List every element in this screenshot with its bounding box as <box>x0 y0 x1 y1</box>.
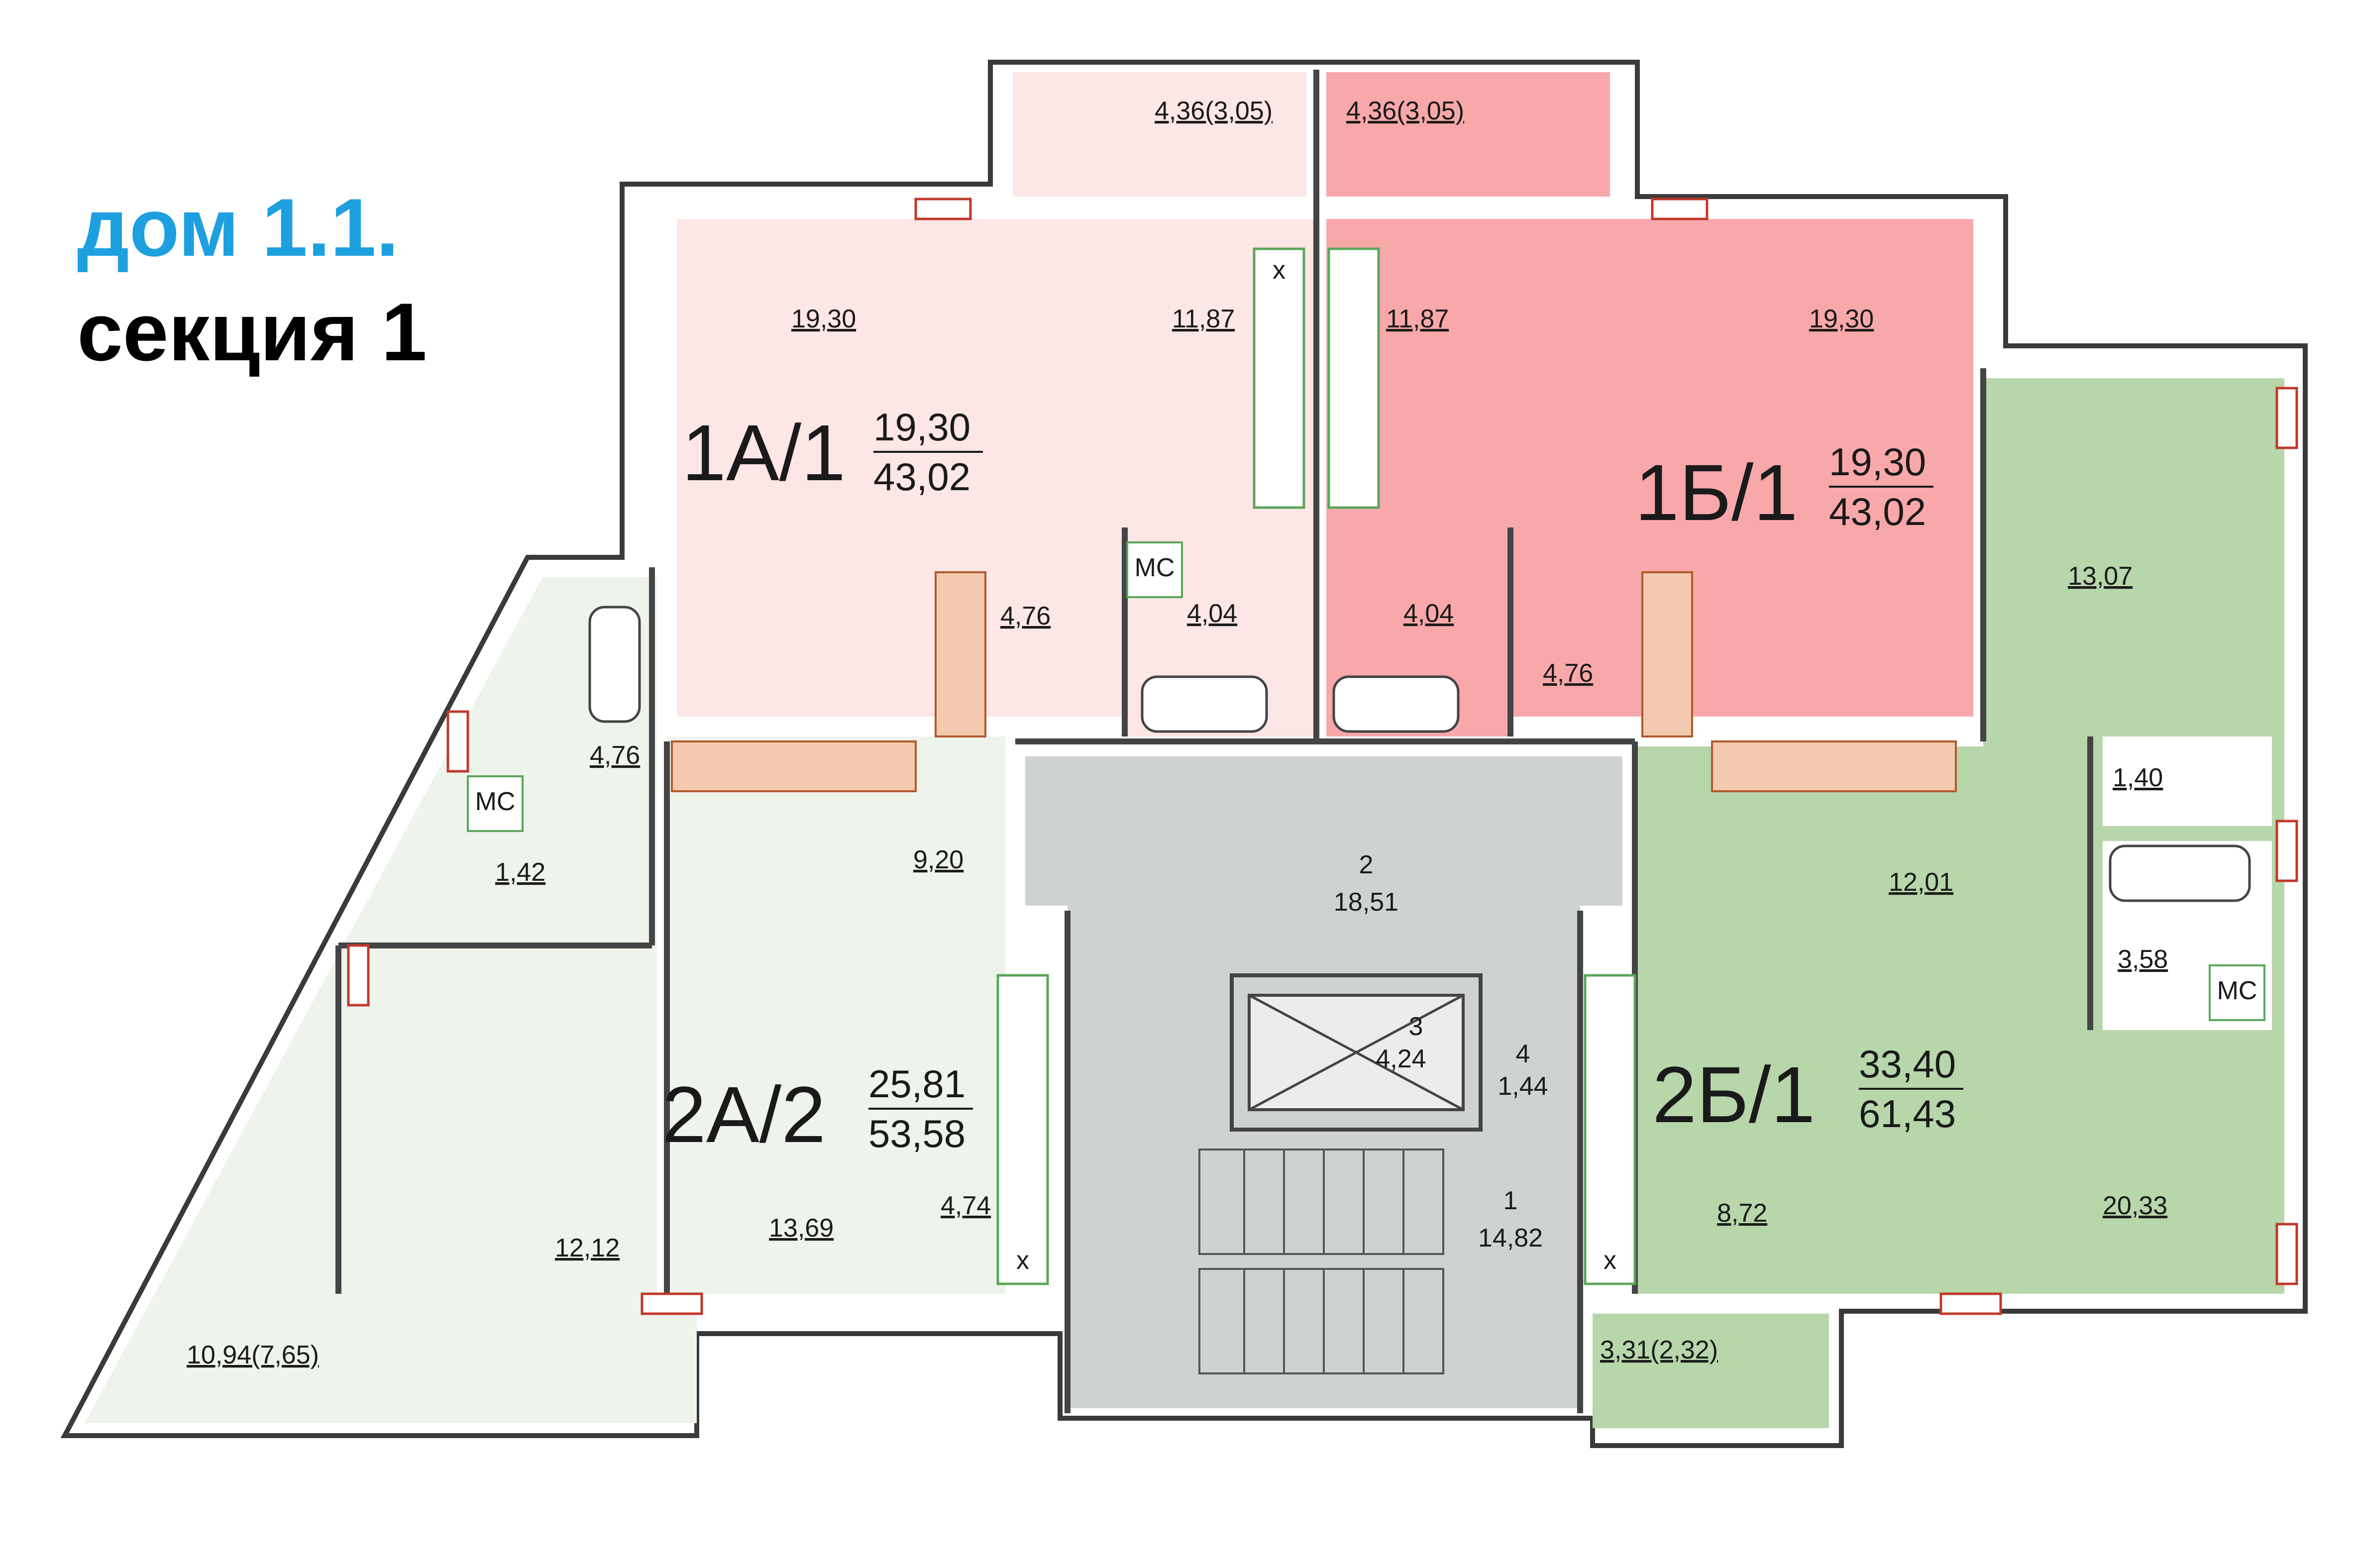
common-area-size: 1,44 <box>1498 1072 1548 1101</box>
common-area-number: 3 <box>1409 1012 1423 1041</box>
room-area: 19,30 <box>791 305 856 333</box>
room-area: 4,76 <box>1543 659 1593 688</box>
apartment-code: 1Б/1 <box>1635 448 1798 537</box>
room-area: 13,69 <box>769 1214 834 1243</box>
room-area: 4,74 <box>941 1191 991 1220</box>
room-area: 1,42 <box>495 858 545 887</box>
apartment-2a-fill <box>85 577 1005 1423</box>
apartment-code: 2А/2 <box>662 1070 826 1159</box>
staircase <box>1198 1149 1444 1374</box>
room-area: 3,58 <box>2118 945 2168 974</box>
stove-label: х <box>1604 1246 1616 1275</box>
washer-icon <box>1126 541 1183 598</box>
common-area-size: 14,82 <box>1478 1224 1543 1253</box>
kitchen-counter <box>996 247 1636 1285</box>
common-area-number: 4 <box>1516 1040 1530 1068</box>
room-area: 4,04 <box>1187 599 1237 628</box>
room-area: 11,87 <box>1172 305 1235 333</box>
room-area: 20,33 <box>2103 1191 2167 1220</box>
window-markers <box>347 198 2298 1315</box>
washer-icon <box>467 775 524 832</box>
stove-label: х <box>1273 256 1285 285</box>
room-area: 19,30 <box>1809 305 1874 333</box>
room-area: 4,76 <box>590 741 640 770</box>
common-area-number: 1 <box>1503 1186 1518 1215</box>
apartment-code: 1А/1 <box>682 408 846 497</box>
room-area: 4,04 <box>1403 599 1454 628</box>
washer-label: МС <box>2217 976 2257 1005</box>
apartment-total-area: 43,02 <box>873 455 970 499</box>
room-area: 1,40 <box>2113 763 2163 792</box>
room-area: 10,94(7,65) <box>187 1341 319 1369</box>
washer-label: МС <box>475 787 516 816</box>
interior-walls <box>335 70 2093 1413</box>
wardrobe <box>671 571 1957 792</box>
room-area: 13,07 <box>2068 562 2133 591</box>
room-area: 4,76 <box>1000 602 1051 630</box>
apartment-total-area: 53,58 <box>868 1112 965 1155</box>
section-title: секция 1 <box>77 286 427 378</box>
common-area-size: 4,24 <box>1376 1045 1426 1073</box>
apartment-total-area: 43,02 <box>1829 490 1926 533</box>
apartment-living-area: 25,81 <box>868 1062 965 1106</box>
stove-label: х <box>1016 1246 1029 1275</box>
apartment-living-area: 33,40 <box>1859 1042 1956 1086</box>
room-area: 4,36(3,05) <box>1346 97 1464 125</box>
common-area-number: 2 <box>1359 850 1374 879</box>
common-area-size: 18,51 <box>1334 888 1398 917</box>
room-area: 3,31(2,32) <box>1600 1336 1718 1364</box>
apartment-living-area: 19,30 <box>1829 440 1926 484</box>
apartment-1a-fill <box>677 72 1316 736</box>
bathtub-icon <box>588 606 2251 902</box>
room-area: 11,87 <box>1386 305 1449 333</box>
room-area: 4,36(3,05) <box>1155 97 1273 125</box>
apartment-total-area: 61,43 <box>1859 1092 1956 1136</box>
washer-icon <box>2209 964 2265 1021</box>
washer-label: МС <box>1135 553 1175 582</box>
room-area: 12,12 <box>555 1234 620 1262</box>
room-area: 12,01 <box>1889 868 1953 897</box>
room-area: 8,72 <box>1717 1199 1767 1228</box>
apartment-code: 2Б/1 <box>1652 1050 1815 1139</box>
room-area: 9,20 <box>913 845 964 874</box>
house-title: дом 1.1. <box>77 182 399 273</box>
apartment-living-area: 19,30 <box>873 405 970 449</box>
